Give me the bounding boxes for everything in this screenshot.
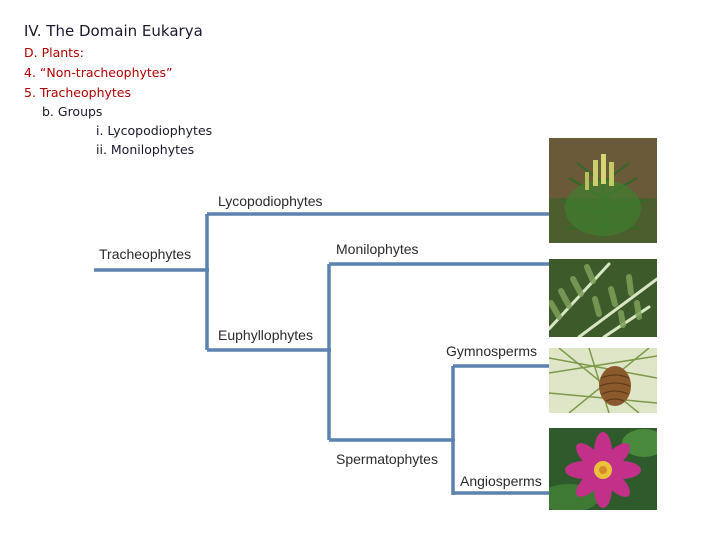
label-gymnosperms: Gymnosperms [446, 343, 537, 359]
label-monilophytes: Monilophytes [336, 241, 419, 257]
label-spermatophytes: Spermatophytes [336, 451, 438, 467]
water-lily-photo [549, 428, 657, 510]
slide-title: IV. The Domain Eukarya [24, 22, 203, 40]
label-angiosperms: Angiosperms [460, 473, 542, 489]
label-euphyllophytes: Euphyllophytes [218, 327, 313, 343]
outline-groups: b. Groups [42, 104, 103, 119]
outline-plants: D. Plants: [24, 45, 84, 60]
fern-photo [549, 259, 657, 337]
outline-nontracheophytes: 4. “Non-tracheophytes” [24, 65, 173, 80]
label-lycopodiophytes: Lycopodiophytes [218, 193, 323, 209]
outline-monilophytes: ii. Monilophytes [96, 142, 195, 157]
club-moss-photo [549, 138, 657, 243]
pine-cone-photo [549, 348, 657, 413]
label-tracheophytes: Tracheophytes [99, 246, 191, 262]
outline-lycopodiophytes: i. Lycopodiophytes [96, 123, 213, 138]
outline-tracheophytes: 5. Tracheophytes [24, 85, 131, 100]
